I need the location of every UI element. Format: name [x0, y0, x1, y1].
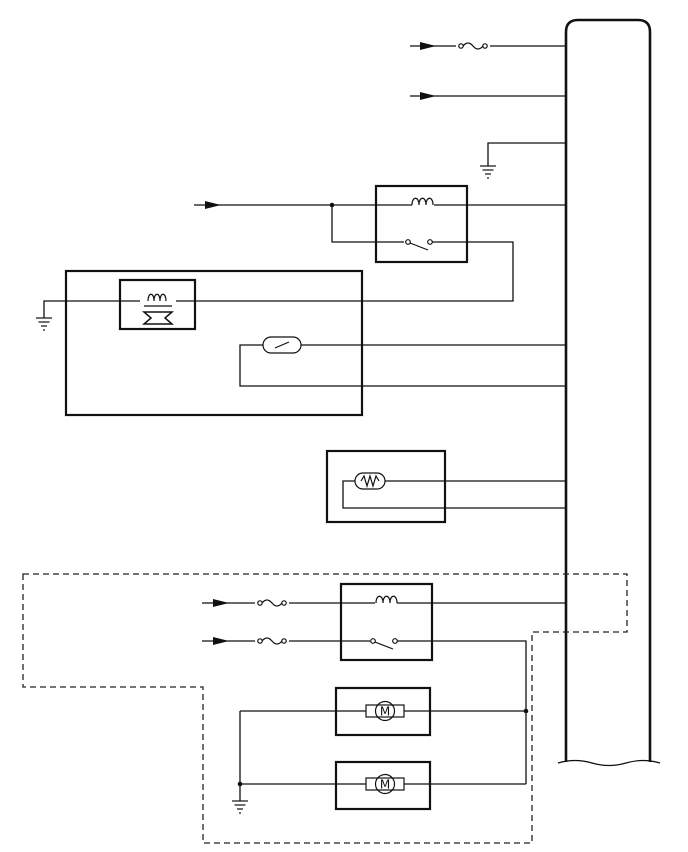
switch-icon — [370, 638, 398, 650]
relay-1 — [176, 184, 566, 302]
control-module — [36, 269, 566, 417]
ground-icon — [36, 317, 52, 331]
harness-bar — [564, 18, 652, 762]
motor-ground — [232, 711, 248, 814]
fuse-icon — [255, 635, 289, 647]
relay-1-box — [374, 184, 469, 264]
coil-icon — [411, 197, 434, 206]
relay-2-box — [339, 582, 434, 662]
motor-1: M — [240, 686, 529, 737]
motor-label: M — [380, 705, 390, 719]
control-module-box — [64, 269, 364, 417]
fuse-icon — [255, 597, 289, 609]
motor-2: M — [237, 760, 526, 811]
solenoid-icon — [141, 293, 175, 325]
motor-icon: M — [365, 700, 405, 722]
input-wire-1 — [410, 40, 566, 52]
coil-icon — [375, 595, 398, 604]
motor-icon: M — [365, 773, 405, 795]
relay-2 — [202, 582, 566, 784]
switch-icon — [405, 239, 433, 251]
ground-icon — [232, 800, 248, 814]
input-wire-2 — [410, 92, 566, 100]
dashed-assembly-outline — [22, 573, 628, 844]
motor-label: M — [380, 778, 390, 792]
arrow-icon — [420, 42, 436, 50]
resistor-icon — [354, 472, 386, 490]
ground-icon — [480, 165, 496, 179]
motor-2-box — [334, 760, 432, 811]
harness-break-line — [557, 759, 661, 767]
ground-wire — [480, 142, 566, 179]
reed-switch-icon — [262, 336, 302, 354]
junction-dot — [523, 708, 529, 714]
sensor-box — [325, 449, 447, 524]
sensor-unit — [325, 449, 566, 524]
solenoid-box — [118, 278, 197, 331]
fuse-icon — [456, 40, 490, 52]
arrow-icon — [420, 92, 436, 100]
